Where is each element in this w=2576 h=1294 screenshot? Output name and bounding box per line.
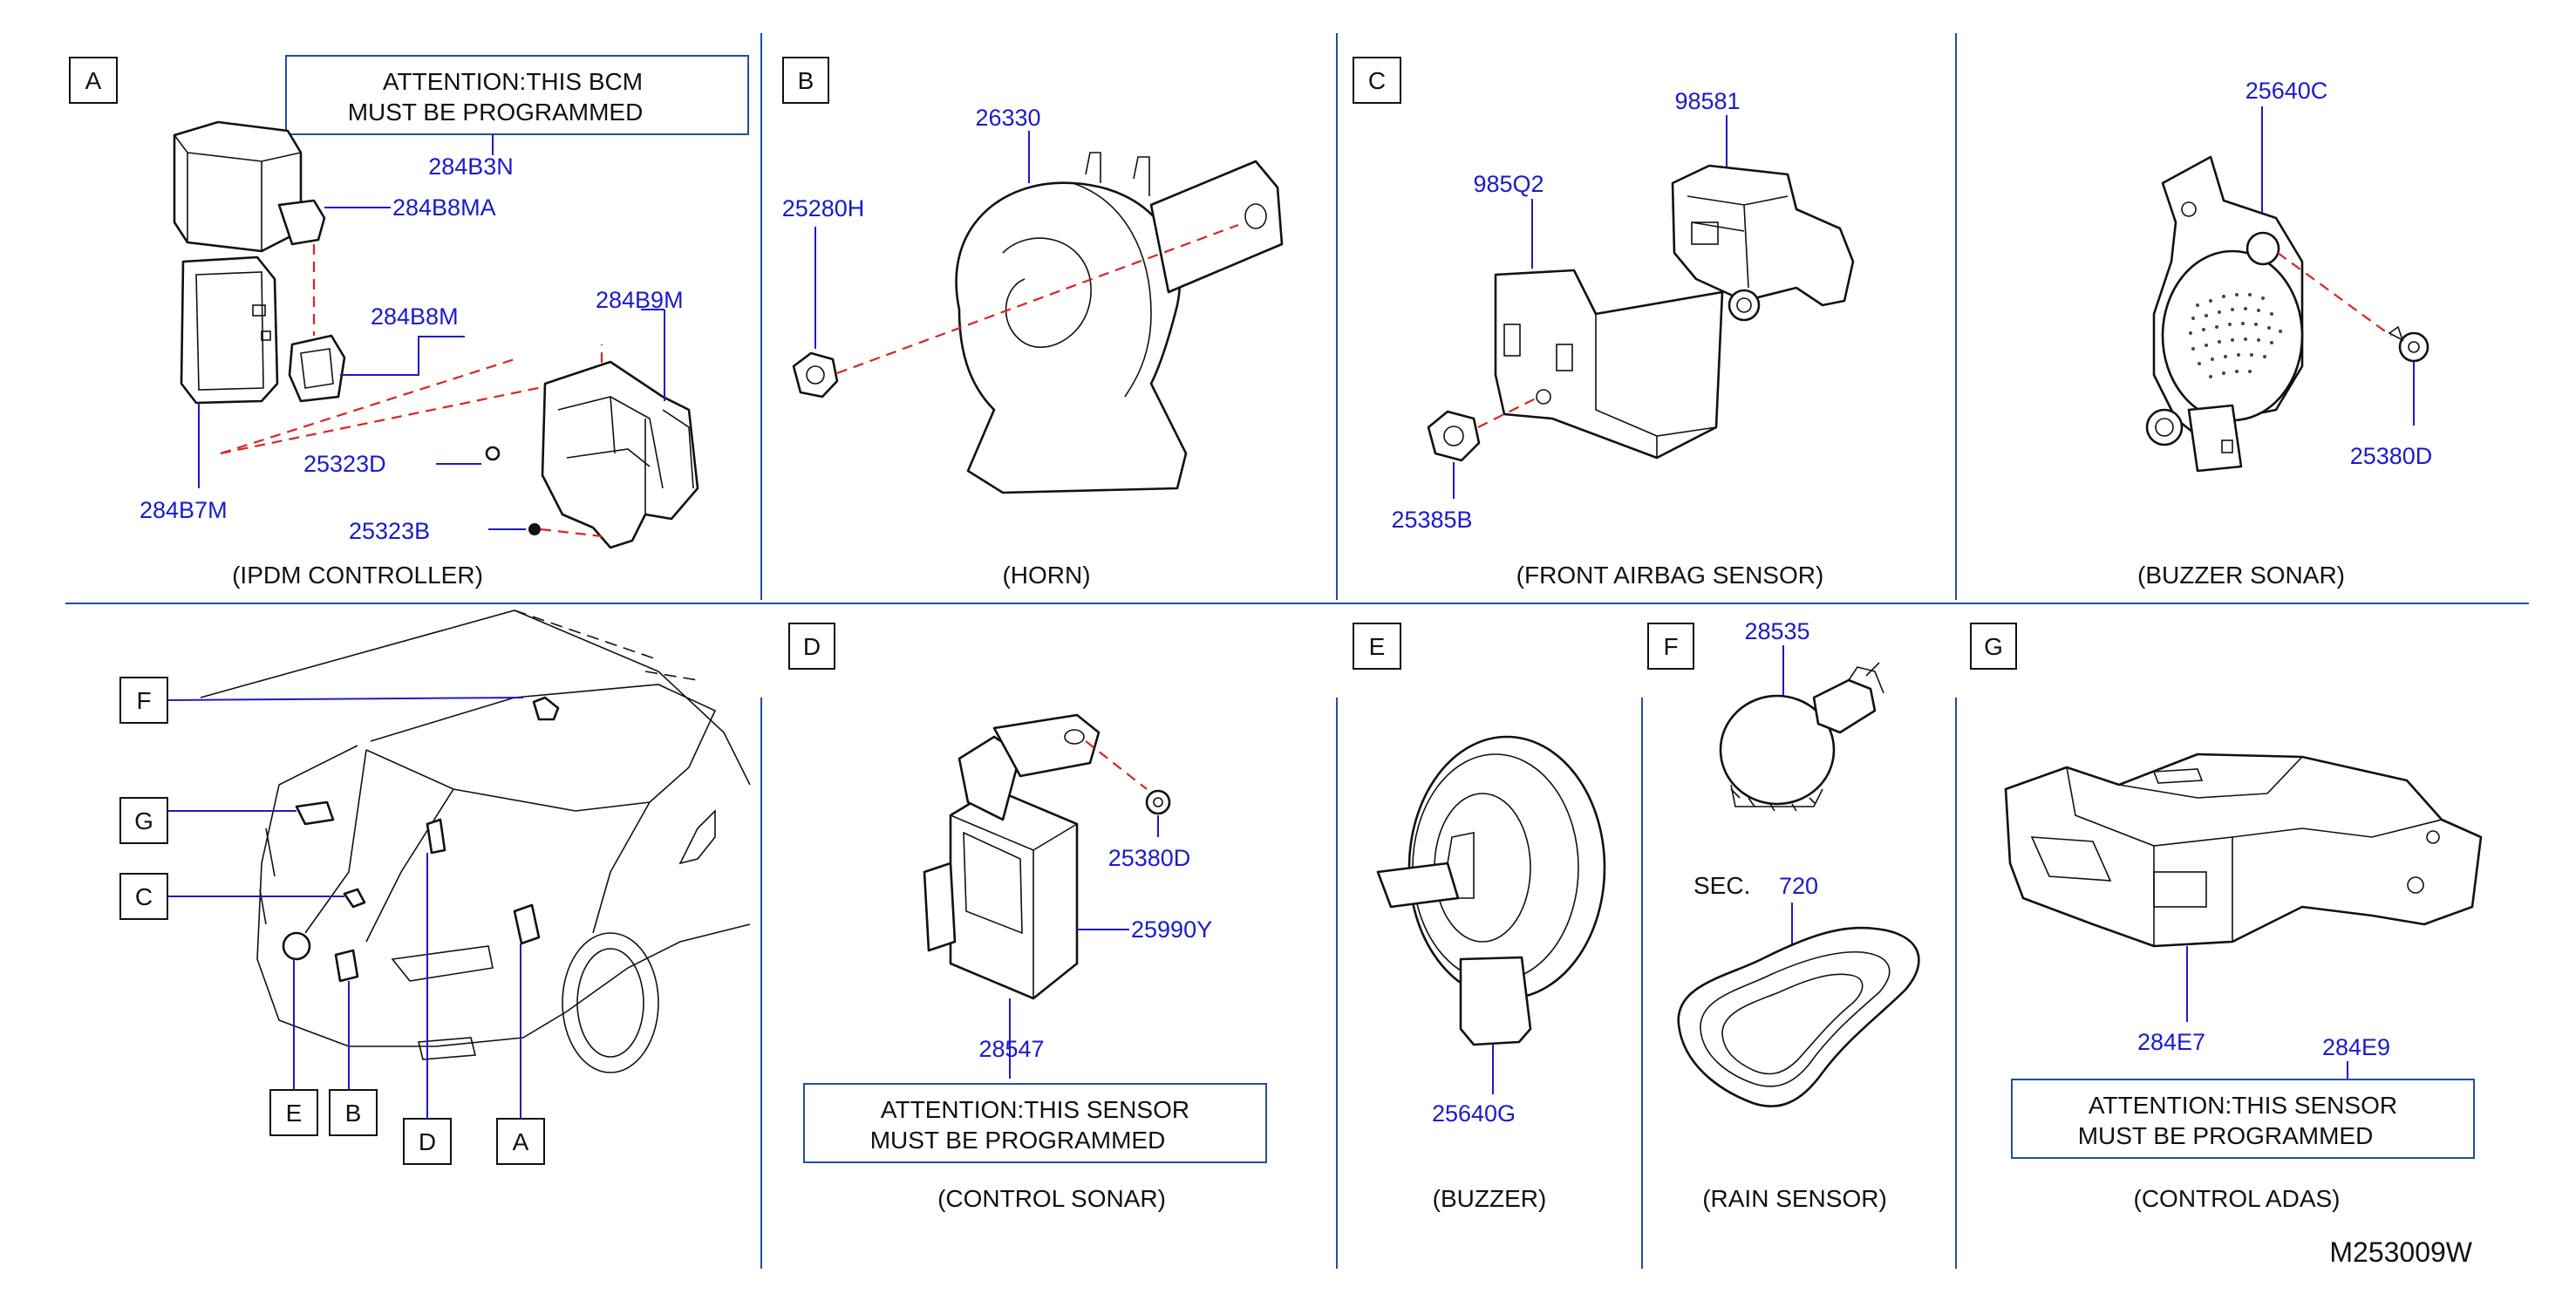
caption-ipdm-controller: (IPDM CONTROLLER) xyxy=(232,562,483,589)
locator-view: F G C E B D A xyxy=(119,610,751,1165)
panel-tag-c: C xyxy=(1368,67,1386,94)
locator-tag-f: F xyxy=(136,687,151,714)
part-25990Y: 25990Y xyxy=(1131,916,1212,943)
panel-c: C 98581 985Q2 25385B (FRONT AIRBAG SENSO… xyxy=(1353,57,1855,589)
part-985Q2: 985Q2 xyxy=(1473,171,1544,197)
locator-tag-e: E xyxy=(286,1100,303,1127)
rain-sec-label: SEC. xyxy=(1693,872,1750,899)
caption-rain-sensor: (RAIN SENSOR) xyxy=(1702,1185,1887,1212)
caption-buzzer: (BUZZER) xyxy=(1433,1185,1547,1212)
panel-tag-d: D xyxy=(803,633,821,660)
panel-tag-f: F xyxy=(1663,633,1678,660)
part-25280H: 25280H xyxy=(782,195,865,221)
rain-sec-number: 720 xyxy=(1779,873,1818,899)
caption-control-sonar: (CONTROL SONAR) xyxy=(937,1185,1166,1212)
panel-a: A ATTENTION:THIS BCM MUST BE PROGRAMMED … xyxy=(69,55,749,589)
part-25385B: 25385B xyxy=(1391,507,1472,533)
adas-attention-line1: ATTENTION:THIS SENSOR xyxy=(2089,1092,2397,1119)
part-284B8M: 284B8M xyxy=(371,303,459,330)
panel-dividers xyxy=(65,33,2529,1269)
locator-tag-g: G xyxy=(134,807,153,834)
part-28535: 28535 xyxy=(1744,618,1809,644)
panel-e: E 25640G (BUZZER) xyxy=(1353,623,1606,1212)
panel-tag-b: B xyxy=(798,67,814,94)
caption-buzzer-sonar: (BUZZER SONAR) xyxy=(2137,562,2345,589)
part-25380D-control-sonar: 25380D xyxy=(1108,845,1191,871)
buzzer-grille xyxy=(2189,293,2282,378)
panel-g: G 284E7 284E9 ATTENTION:THIS SENSOR MUST… xyxy=(1970,623,2483,1212)
locator-tag-a: A xyxy=(513,1128,529,1155)
part-26330: 26330 xyxy=(975,105,1040,131)
locator-tag-d: D xyxy=(419,1128,436,1155)
sonar-attention-line2: MUST BE PROGRAMMED xyxy=(870,1127,1166,1154)
panel-tag-e: E xyxy=(1369,633,1386,660)
panel-tag-g: G xyxy=(1984,633,2003,660)
part-25640C: 25640C xyxy=(2245,78,2328,104)
part-284E7: 284E7 xyxy=(2137,1029,2205,1055)
panel-d: D 25380D 25990Y 28547 ATTENTION:THIS SEN… xyxy=(788,623,1267,1212)
part-284B7M: 284B7M xyxy=(140,497,228,523)
adas-attention-box xyxy=(2011,1079,2475,1159)
caption-horn: (HORN) xyxy=(1002,562,1090,589)
panel-f: F 28535 SEC. 720 (RAIN SENSOR) xyxy=(1647,618,1920,1212)
part-28547: 28547 xyxy=(978,1036,1044,1062)
sonar-attention-line1: ATTENTION:THIS SENSOR xyxy=(881,1096,1189,1123)
part-25640G: 25640G xyxy=(1432,1100,1516,1127)
panel-buzzer-sonar: 25640C 25380D (BUZZER SONAR) xyxy=(2137,78,2432,589)
bcm-attention-line1: ATTENTION:THIS BCM xyxy=(383,68,643,95)
part-25380D-buzzer-sonar: 25380D xyxy=(2350,443,2433,469)
locator-tag-b: B xyxy=(345,1100,362,1127)
panel-tag-a: A xyxy=(85,67,102,94)
part-25323D: 25323D xyxy=(303,451,386,477)
panel-b: B 26330 25280H (HORN) xyxy=(782,57,1284,589)
locator-tag-c: C xyxy=(135,883,153,910)
adas-attention-line2: MUST BE PROGRAMMED xyxy=(2078,1122,2374,1149)
caption-control-adas: (CONTROL ADAS) xyxy=(2134,1185,2341,1212)
caption-front-airbag-sensor: (FRONT AIRBAG SENSOR) xyxy=(1516,562,1824,589)
bcm-attention-box xyxy=(285,55,749,135)
sonar-attention-box xyxy=(803,1083,1267,1163)
part-284B8MA: 284B8MA xyxy=(392,194,496,221)
part-25323B: 25323B xyxy=(349,518,430,544)
bcm-attention-line2: MUST BE PROGRAMMED xyxy=(348,99,644,126)
part-98581: 98581 xyxy=(1674,88,1740,114)
drawing-id: M253009W xyxy=(2329,1236,2472,1268)
part-284B9M: 284B9M xyxy=(596,287,684,313)
part-284E9: 284E9 xyxy=(2322,1034,2390,1060)
part-284B3N: 284B3N xyxy=(428,153,514,180)
